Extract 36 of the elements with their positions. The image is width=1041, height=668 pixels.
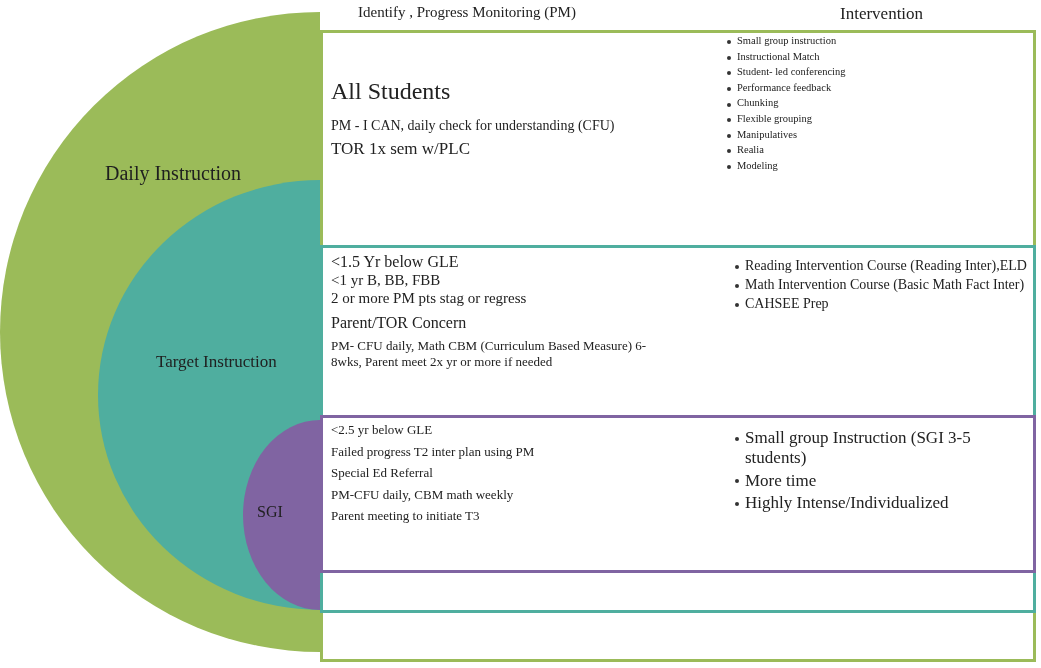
intervention-item: Math Intervention Course (Basic Math Fact Inter) [745,276,1025,292]
tier-label: Target Instruction [156,352,278,372]
tier-panel [320,415,1036,573]
intervention-item: Manipulatives [737,128,798,140]
criteria-text: <1.5 Yr below GLE [331,252,460,272]
criteria-text: <2.5 yr below GLE [331,422,434,438]
intervention-item: Instructional Match [737,50,820,62]
intervention-item: Flexible grouping [737,112,812,124]
intervention-item: Chunking [737,97,779,109]
criteria-text: <1 yr B, BB, FBB [331,271,442,290]
criteria-text: PM- CFU daily, Math CBM (Curriculum Based Measure) 6-8wks, Parent meet 2x yr or more if needed [331,338,648,370]
criteria-text: TOR 1x sem w/PLC [331,138,471,159]
intervention-item: Small group Instruction (SGI 3-5 students) [745,428,971,468]
criteria-text: Parent/TOR Concern [331,313,468,333]
criteria-text: 2 or more PM pts stag or regress [331,289,528,308]
tier-panel [320,30,1036,662]
intervention-item: Realia [737,144,764,156]
intervention-item: CAHSEE Prep [745,295,829,311]
tier-panel [320,245,1036,613]
column-heading: Intervention [840,4,924,24]
intervention-item: Small group instruction [737,35,837,46]
criteria-text: PM-CFU daily, CBM math weekly [331,486,515,503]
criteria-text: All Students [331,77,452,106]
criteria-text: Special Ed Referral [331,465,434,481]
intervention-item: Performance feedback [737,81,832,93]
tier-label: Daily Instruction [105,162,243,185]
criteria-text: Parent meeting to initiate T3 [331,508,481,524]
intervention-item: Highly Intense/Individualized [745,493,949,513]
criteria-text: Failed progress T2 inter plan using PM [331,443,536,460]
intervention-item: Reading Intervention Course (Reading Inter),ELD [745,258,1027,273]
intervention-item: More time [745,470,817,490]
criteria-text: PM - I CAN, daily check for understanding (CFU) [331,117,616,135]
intervention-item: Student- led conferencing [737,66,846,78]
intervention-item: Modeling [737,159,778,171]
tier-label: SGI [257,503,284,522]
column-heading: Identify , Progress Monitoring (PM) [358,4,576,21]
